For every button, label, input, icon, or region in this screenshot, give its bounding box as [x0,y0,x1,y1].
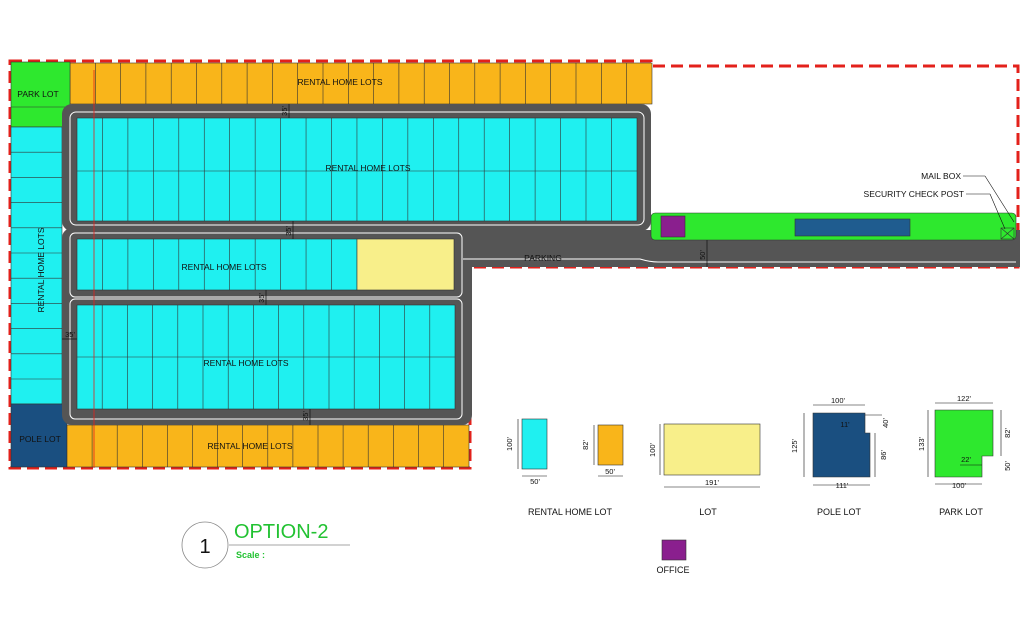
svg-text:35': 35' [65,330,75,339]
parking-label: PARKING [524,253,562,263]
left-rental-label: RENTAL HOME LOTS [36,227,46,312]
svg-text:22': 22' [961,455,971,464]
pole-lot [10,403,68,468]
title-scale: Scale : [236,550,265,560]
legend-pole-lot [803,404,882,486]
title-block [181,521,350,569]
legend-rental-lot-orange [593,424,624,477]
svg-text:50': 50' [1003,461,1012,471]
rental-block-1 [76,117,638,222]
legend-office-caption: OFFICE [657,565,690,575]
svg-text:86': 86' [879,450,888,460]
legend-park-lot [927,402,1002,485]
svg-text:100': 100' [831,396,846,405]
svg-text:50': 50' [605,467,615,476]
rental-block-2 [76,238,358,291]
svg-text:100': 100' [505,436,514,451]
legend-park-caption: PARK LOT [939,507,983,517]
svg-text:35': 35' [257,293,266,303]
left-rental-lots [10,126,63,405]
svg-text:100': 100' [648,442,657,457]
top-rental-lots [69,62,653,105]
pole-lot-label: POLE LOT [19,434,61,444]
svg-text:50': 50' [530,477,540,486]
bottom-rental-label: RENTAL HOME LOTS [207,441,292,451]
svg-text:35': 35' [284,226,293,236]
office-building [660,215,686,238]
park-lot-label: PARK LOT [17,89,58,99]
svg-text:100': 100' [952,481,967,490]
legend-office-swatch [661,539,687,561]
callouts [963,175,1015,230]
svg-text:111': 111' [836,481,849,490]
rental-block-3 [76,304,456,410]
legend-pole-caption: POLE LOT [817,507,862,517]
road-dimensions: 35' 35' 35' 35' 35' 50' [62,104,708,425]
mail-box-label: MAIL BOX [921,171,961,181]
security-post-label: SECURITY CHECK POST [864,189,964,199]
svg-text:35': 35' [301,411,310,421]
svg-text:50': 50' [698,250,707,260]
legend-rental-caption: RENTAL HOME LOT [528,507,613,517]
title-number: 1 [199,536,210,558]
title-name: OPTION-2 [234,521,328,543]
rental-block-3-label: RENTAL HOME LOTS [203,358,288,368]
legend-lot [659,423,761,488]
security-post [1000,227,1015,240]
rental-block-1-label: RENTAL HOME LOTS [325,163,410,173]
svg-text:40': 40' [881,418,890,428]
svg-text:191': 191' [705,478,720,487]
svg-text:35': 35' [280,106,289,116]
mail-box-building [794,218,911,237]
top-rental-label: RENTAL HOME LOTS [297,77,382,87]
svg-text:11': 11' [840,420,850,429]
rental-block-2-label: RENTAL HOME LOTS [181,262,266,272]
svg-text:82': 82' [1003,428,1012,438]
bottom-rental-lots [66,424,470,468]
legend-lot-caption: LOT [699,507,717,517]
legend-rental-lot [517,418,548,477]
lot-yellow [356,238,455,291]
park-lot [10,61,71,128]
svg-text:82': 82' [581,440,590,450]
svg-text:122': 122' [957,394,972,403]
svg-text:133': 133' [917,436,926,451]
svg-text:125': 125' [790,438,799,453]
